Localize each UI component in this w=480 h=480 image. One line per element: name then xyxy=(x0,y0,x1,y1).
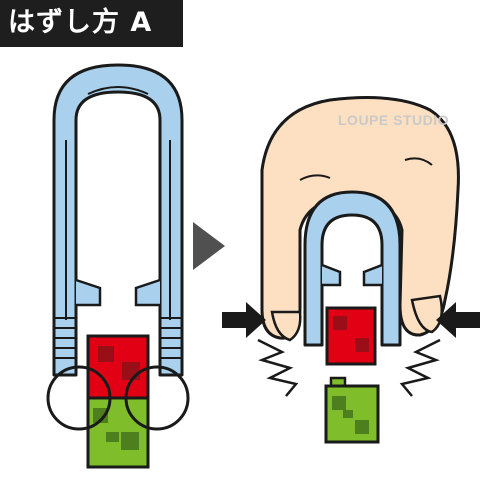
shock-lines-right xyxy=(399,338,441,397)
left-tool-illustration xyxy=(46,63,190,469)
red-block-left xyxy=(86,334,150,400)
arrow-right-icon xyxy=(222,302,266,338)
green-block-right xyxy=(324,376,380,444)
u-tool-left xyxy=(52,63,184,377)
highlight-circle-left xyxy=(46,365,112,431)
page-title: はずし方 A xyxy=(8,7,153,38)
right-hand-illustration xyxy=(260,96,460,444)
triangle-arrow-right-icon xyxy=(193,222,225,270)
shock-lines-left xyxy=(257,338,299,397)
red-block-right xyxy=(325,306,377,366)
title-banner: はずし方 A xyxy=(0,0,183,47)
green-block-left xyxy=(86,393,150,469)
watermark: LOUPE STUDIO xyxy=(338,112,450,128)
arrow-left-icon xyxy=(436,302,480,338)
highlight-circle-right xyxy=(124,365,190,431)
u-tool-right xyxy=(303,190,402,347)
